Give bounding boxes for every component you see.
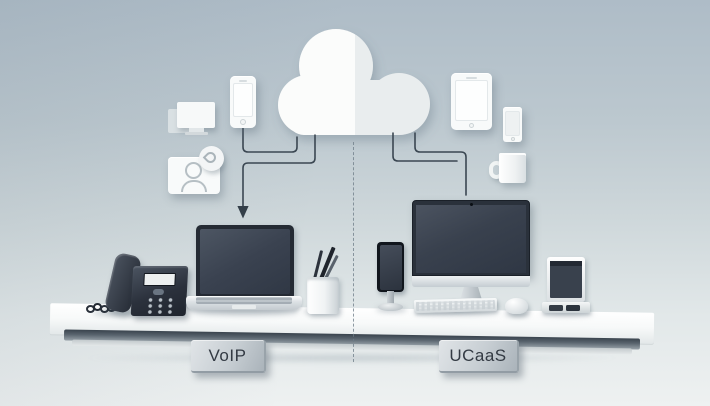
laptop-screen	[196, 225, 294, 297]
monitor-neck	[460, 287, 482, 300]
monitor-front	[177, 102, 215, 128]
laptop-trackpad	[232, 305, 256, 309]
mini-tablet-screen	[550, 261, 582, 298]
smartphone-icon	[503, 107, 522, 142]
monitor-stand	[189, 128, 204, 132]
tablet-screen	[455, 80, 488, 121]
keyboard-keys	[415, 299, 496, 312]
desktop-monitor	[411, 197, 531, 305]
monitor-base	[185, 132, 208, 135]
smartphone-screen	[233, 83, 253, 117]
mini-tablet-with-dock	[542, 256, 592, 314]
phone-body	[130, 266, 189, 316]
stand-base	[378, 303, 403, 311]
stand-neck	[387, 291, 394, 305]
speaker-dash	[466, 76, 477, 79]
laptop	[186, 222, 302, 314]
mug-body	[499, 153, 526, 183]
phone-keypad	[142, 296, 176, 314]
ucaas-label: UCaaS	[439, 340, 519, 373]
wire-cloud-to-desktop-monitor	[414, 132, 467, 196]
phone-on-stand	[376, 242, 406, 312]
mini-tablet-topbar	[550, 261, 582, 266]
monitor-icon	[168, 102, 216, 135]
dock-tray	[542, 302, 590, 313]
shadow	[191, 309, 299, 315]
ucaas-label-text: UCaaS	[449, 345, 507, 365]
smartphone-screen	[505, 111, 520, 136]
dock-key	[566, 304, 580, 311]
cloud-icon	[278, 29, 430, 135]
dock-key	[549, 304, 563, 311]
mug-icon	[488, 153, 526, 185]
phone-display	[143, 273, 176, 286]
home-button	[240, 119, 246, 125]
speaker-dash	[239, 79, 247, 82]
pen-cup	[303, 246, 343, 314]
monitor-display	[416, 205, 526, 273]
monitor-chin	[412, 276, 530, 287]
voip-label-text: VoIP	[208, 345, 247, 365]
chat-badge-glyph	[202, 149, 219, 166]
phone-nav-button	[152, 289, 165, 295]
mouse	[505, 298, 528, 314]
laptop-base	[186, 296, 302, 310]
shadow	[504, 312, 530, 316]
monitor-frame	[412, 200, 530, 276]
camera-dot	[470, 202, 473, 206]
keyboard	[413, 297, 498, 314]
cup	[307, 277, 339, 314]
down-arrow-head	[237, 206, 249, 219]
stand-phone-body	[377, 242, 404, 292]
chat-badge-icon	[199, 146, 224, 171]
wire-cloud-right-stub	[392, 132, 458, 162]
wire-cloud-to-left-phone-icon	[242, 127, 298, 153]
home-button	[510, 136, 515, 141]
home-button	[468, 122, 474, 128]
monitor-screen	[180, 105, 212, 122]
shadow	[541, 311, 593, 316]
shadow	[413, 310, 499, 315]
laptop-display	[200, 229, 290, 294]
tablet-icon	[451, 73, 492, 130]
wire-cloud-to-laptop	[242, 134, 316, 208]
voip-label: VoIP	[191, 340, 266, 373]
smartphone-icon	[230, 76, 256, 128]
laptop-keyboard	[196, 297, 292, 304]
stand-phone-screen	[379, 244, 402, 290]
desk-phone	[86, 251, 189, 316]
person-head-outline	[185, 162, 202, 179]
person-shoulders-outline	[181, 180, 207, 192]
floor-shadow	[80, 352, 624, 364]
dashed-divider	[353, 142, 354, 362]
mini-tablet-frame	[547, 257, 585, 302]
